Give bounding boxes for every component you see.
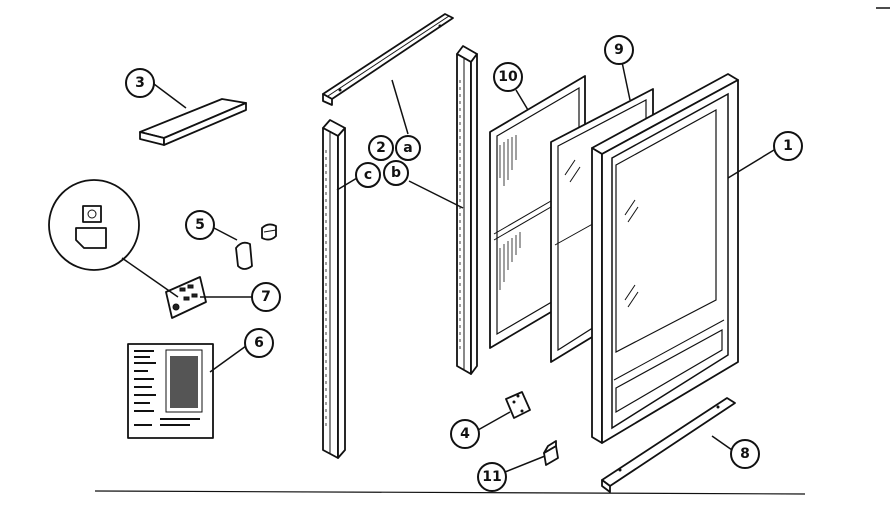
callout-b-label: b — [391, 165, 401, 181]
callout-4: 4 — [450, 419, 480, 449]
part-11-clip — [543, 440, 559, 466]
callout-c: c — [355, 162, 381, 188]
callout-5-label: 5 — [195, 217, 205, 233]
callout-8: 8 — [730, 439, 760, 469]
callout-3-label: 3 — [135, 75, 145, 91]
part-6-instruction-sheet — [127, 343, 214, 439]
part-8-bottom-sweep — [601, 397, 736, 493]
callout-10-label: 10 — [498, 69, 518, 85]
callout-2-label: 2 — [376, 140, 386, 156]
callout-7-label: 7 — [261, 289, 271, 305]
part-top-channel — [322, 13, 454, 106]
callout-c-label: c — [364, 167, 372, 183]
callout-5: 5 — [185, 210, 215, 240]
callout-11-label: 11 — [482, 469, 501, 485]
part-1-door-frame — [591, 73, 739, 444]
part-4-hinge-plate — [505, 391, 531, 419]
detail-magnifier — [48, 179, 179, 298]
part-right-side-channel — [456, 45, 478, 375]
callout-4-label: 4 — [460, 426, 470, 442]
callout-3: 3 — [125, 68, 155, 98]
callout-2: 2 — [368, 135, 394, 161]
part-left-side-channel — [322, 119, 346, 459]
leader-lines — [153, 61, 775, 473]
callout-1-label: 1 — [783, 138, 793, 154]
callout-b: b — [383, 160, 409, 186]
callout-11: 11 — [477, 462, 507, 492]
callout-10: 10 — [493, 62, 523, 92]
callout-a: a — [395, 135, 421, 161]
callout-7: 7 — [251, 282, 281, 312]
callout-1: 1 — [773, 131, 803, 161]
baseline-rule — [94, 490, 806, 495]
part-5-handle — [235, 223, 277, 270]
callout-9-label: 9 — [614, 42, 624, 58]
callout-a-label: a — [403, 140, 412, 156]
callout-9: 9 — [604, 35, 634, 65]
part-3-header-board — [139, 98, 247, 146]
callout-6: 6 — [244, 328, 274, 358]
part-7-hardware-card — [165, 276, 207, 319]
callout-8-label: 8 — [740, 446, 750, 462]
callout-6-label: 6 — [254, 335, 264, 351]
